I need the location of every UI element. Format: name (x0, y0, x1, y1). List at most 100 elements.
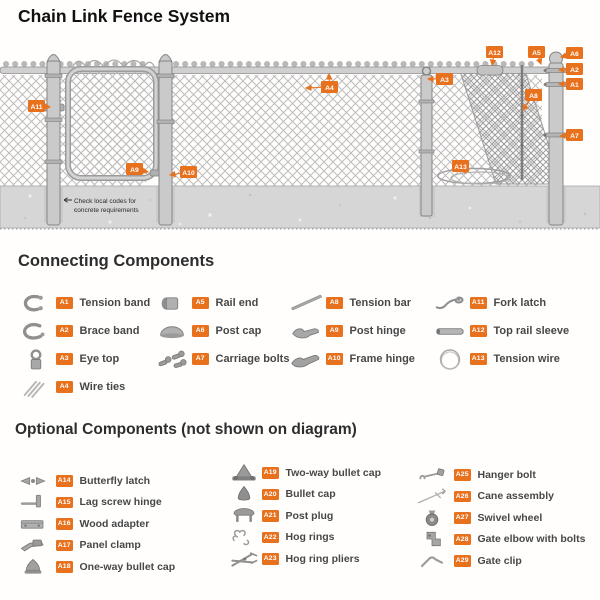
component-label: Panel clamp (79, 539, 141, 552)
component-label: Post plug (285, 509, 334, 522)
component-badge: A26 (454, 490, 471, 502)
component-label: Hog ring pliers (285, 552, 360, 565)
component-label: Bullet cap (285, 488, 336, 501)
component-label: Gate elbow with bolts (477, 533, 586, 546)
component-label: Cane assembly (477, 490, 554, 503)
fork-latch-icon (430, 292, 470, 315)
gate-elbow-icon (410, 529, 454, 549)
component-badge: A25 (454, 469, 471, 481)
end-post (543, 51, 567, 226)
gate-clip-icon (410, 551, 454, 571)
component-label: Rail end (215, 297, 259, 309)
diagram-label-text: A4 (325, 85, 334, 92)
tension-wire-coil (437, 167, 511, 185)
concrete-note: Check local codes for concrete requireme… (63, 197, 139, 214)
swivel-wheel-icon (410, 508, 454, 528)
top-rail-sleeve-icon (430, 320, 470, 343)
component-label: Tension band (79, 297, 151, 309)
diagram-label-A7 (566, 129, 583, 141)
diagram-label-A3 (436, 73, 453, 85)
component-badge: A11 (470, 297, 487, 309)
component-badge: A15 (56, 496, 73, 508)
component-item: A18 One-way bullet cap (10, 556, 175, 578)
diagram-label-A4 (321, 81, 338, 93)
post-hinge-icon (286, 320, 326, 343)
component-badge: A18 (56, 561, 73, 573)
component-label: Tension wire (493, 353, 560, 365)
component-label: Tension bar (349, 297, 412, 309)
hanger-bolt-icon (410, 465, 454, 485)
component-badge: A22 (262, 531, 279, 543)
panel-clamp-icon (10, 535, 56, 555)
component-item: A17 Panel clamp (10, 535, 175, 557)
component-label: Gate clip (477, 554, 522, 567)
diagram-label-A9 (126, 163, 143, 175)
component-badge: A21 (262, 510, 279, 522)
note-arrow (63, 197, 72, 203)
component-badge: A28 (454, 533, 471, 545)
component-label: Wood adapter (79, 517, 150, 530)
optional-components-heading: Optional Components (not shown on diagra… (15, 421, 357, 438)
component-label: Carriage bolts (215, 353, 290, 365)
component-badge: A7 (192, 353, 209, 365)
component-badge: A29 (454, 555, 471, 567)
component-label: Butterfly latch (79, 474, 151, 487)
component-badge: A16 (56, 518, 73, 530)
eye-top-icon (16, 348, 56, 371)
component-item: A6 Post cap (152, 317, 289, 345)
tension-bar-icon (286, 292, 326, 315)
component-badge: A8 (326, 297, 343, 309)
diagram-label-A8 (525, 89, 542, 101)
tension-band-icon (16, 292, 56, 315)
component-label: Post cap (215, 325, 262, 337)
diagram-label-A5 (528, 46, 545, 58)
component-badge: A17 (56, 539, 73, 551)
diagram-label-A6 (566, 47, 583, 59)
component-item: A28 Gate elbow with bolts (410, 529, 585, 551)
diagram-label-A2 (566, 63, 583, 75)
diagram-label-text: A5 (532, 50, 541, 57)
component-label: Wire ties (79, 381, 126, 393)
component-badge: A20 (262, 488, 279, 500)
component-item: A5 Rail end (152, 289, 289, 317)
tension-wire-icon (430, 348, 470, 371)
component-badge: A14 (56, 475, 73, 487)
component-label: Brace band (79, 325, 140, 337)
diagram-label-text: A13 (454, 164, 467, 171)
wood-adapter-icon (10, 514, 56, 534)
component-item: A14 Butterfly latch (10, 470, 175, 492)
connecting-components-heading: Connecting Components (18, 252, 215, 270)
page-title: Chain Link Fence System (18, 6, 231, 26)
component-badge: A9 (326, 325, 343, 337)
gate-post-right (156, 54, 175, 226)
diagram-label-text: A7 (570, 133, 579, 140)
diagram-label-text: A3 (440, 77, 449, 84)
component-badge: A6 (192, 325, 209, 337)
component-badge: A4 (56, 381, 73, 393)
component-badge: A5 (192, 297, 209, 309)
component-item: A26 Cane assembly (410, 486, 585, 508)
diagram-label-A10 (180, 166, 197, 178)
component-badge: A19 (262, 467, 279, 479)
two-way-bullet-cap-icon (226, 463, 262, 483)
butterfly-latch-icon (10, 471, 56, 491)
hog-ring-pliers-icon (226, 549, 262, 569)
component-label: Two-way bullet cap (285, 466, 381, 479)
component-label: One-way bullet cap (79, 560, 176, 573)
component-item: A20 Bullet cap (226, 484, 381, 506)
top-rail-sleeve (476, 65, 504, 76)
